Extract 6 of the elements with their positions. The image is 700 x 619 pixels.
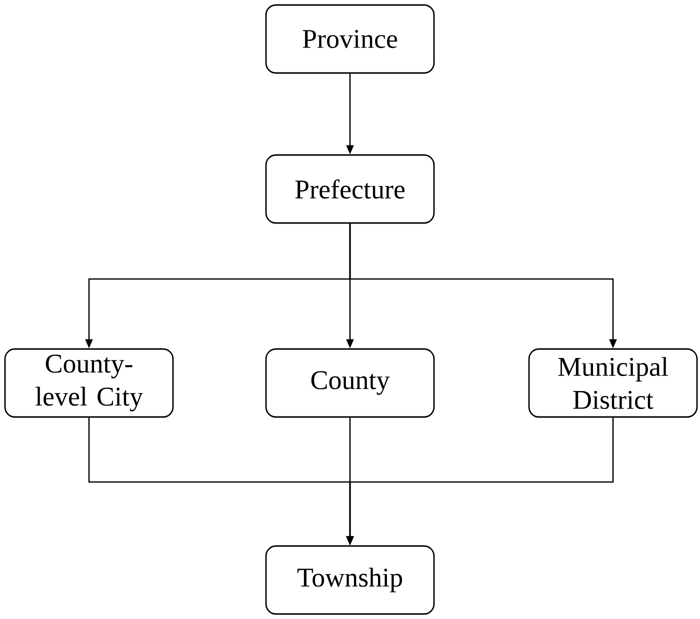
rounded-box: Municipal District (528, 348, 698, 418)
rounded-box: County (265, 348, 435, 418)
rounded-box: Township (265, 545, 435, 615)
rounded-box: Province (265, 4, 435, 74)
rounded-box: Prefecture (265, 154, 435, 224)
rounded-box: County-level City (4, 348, 174, 418)
